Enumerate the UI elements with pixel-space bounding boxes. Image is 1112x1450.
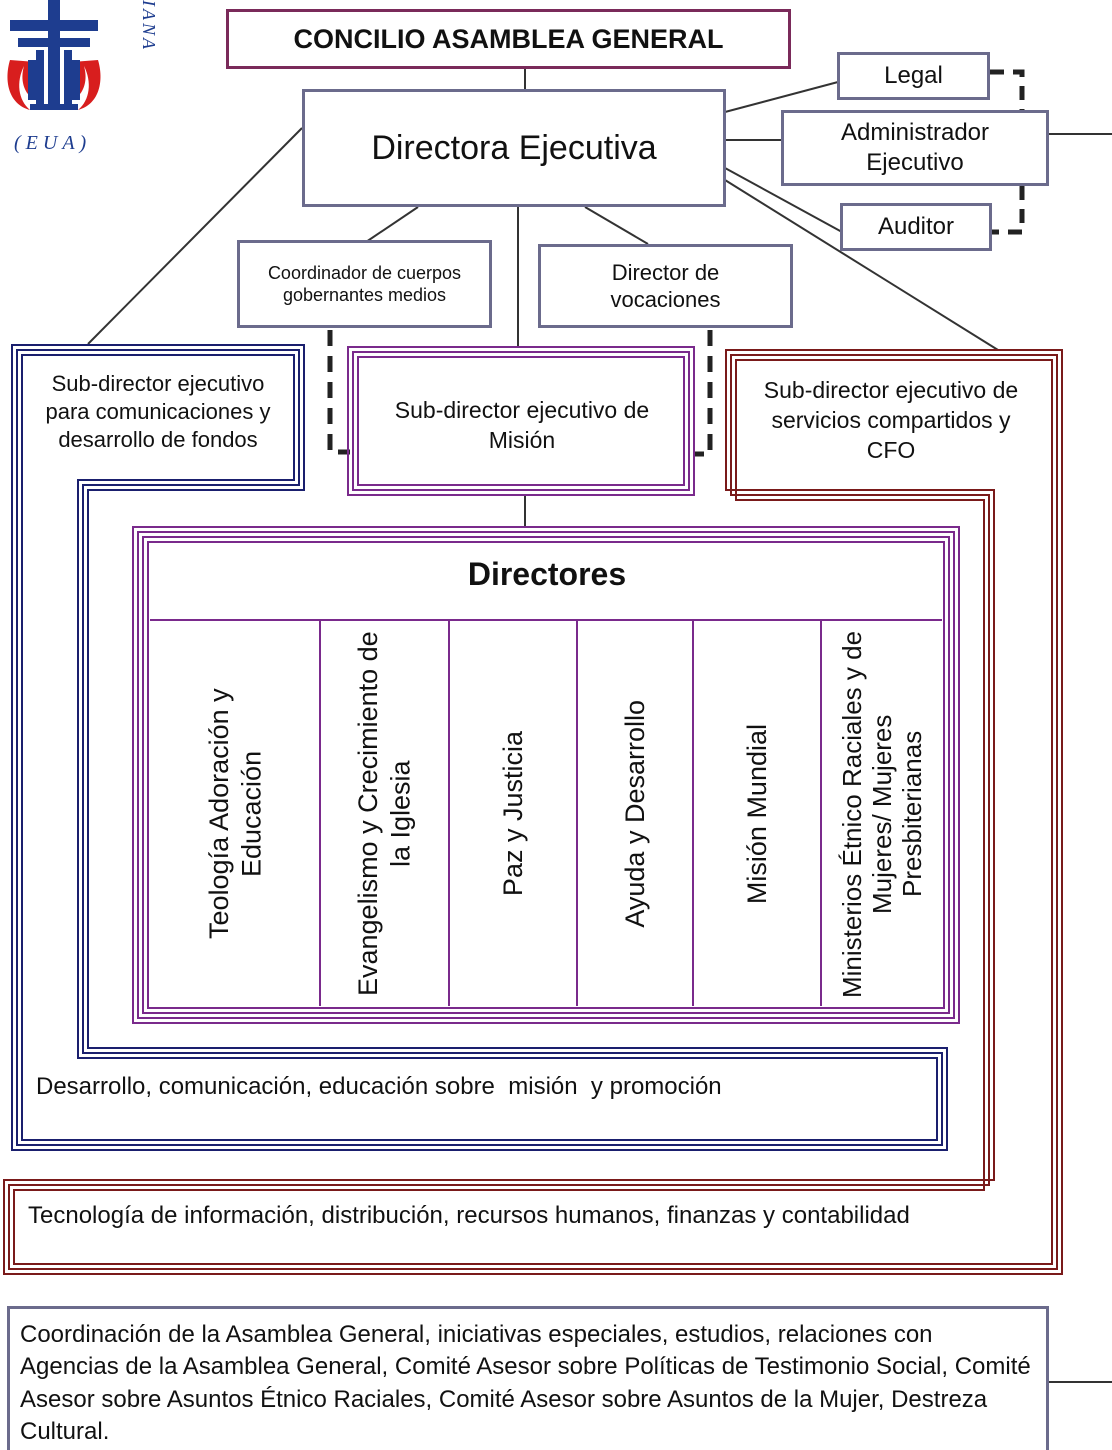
director-column-relief-development: Ayuda y Desarrollo — [579, 620, 691, 1008]
council-box: CONCILIO ASAMBLEA GENERAL — [226, 9, 791, 69]
director-column-world-mission: Misión Mundial — [695, 620, 819, 1008]
shared-services-subdirector-label: Sub-director ejecutivo de servicios comp… — [763, 377, 1019, 463]
director-label: Paz y Justicia — [497, 731, 528, 897]
director-label: Misión Mundial — [741, 723, 772, 905]
shared-services-department-label: Tecnología de información, distribución,… — [28, 1202, 910, 1229]
administrator-box: Administrador Ejecutivo — [781, 110, 1049, 186]
coordinator-box: Coordinador de cuerpos gobernantes medio… — [237, 240, 492, 328]
legal-label: Legal — [884, 62, 943, 89]
communications-department-label: Desarrollo, comunicación, educación sobr… — [36, 1073, 722, 1100]
director-label: Ayuda y Desarrollo — [619, 700, 650, 928]
auditor-label: Auditor — [877, 213, 955, 240]
director-label: Teología Adoración y Educación — [203, 688, 266, 940]
legal-box: Legal — [837, 52, 990, 100]
administrator-label: Administrador Ejecutivo — [840, 119, 990, 176]
director-column-peace-justice: Paz y Justicia — [451, 620, 575, 1008]
auditor-box: Auditor — [840, 203, 992, 251]
mission-subdirector-label: Sub-director ejecutivo de Misión — [394, 397, 650, 453]
coordination-box: Coordinación de la Asamblea General, ini… — [7, 1306, 1049, 1450]
director-column-evangelism: Evangelismo y Crecimiento de la Iglesia — [322, 620, 447, 1008]
coordinator-label: Coordinador de cuerpos gobernantes medio… — [267, 262, 462, 306]
director-label: Evangelismo y Crecimiento de la Iglesia — [353, 631, 416, 997]
director-label: Ministerios Étnico Raciales y de Mujeres… — [836, 630, 927, 998]
vocations-label: Director de vocaciones — [610, 259, 721, 313]
council-label: CONCILIO ASAMBLEA GENERAL — [293, 23, 724, 54]
communications-subdirector-label: Sub-director ejecutivo para comunicacion… — [45, 371, 271, 452]
director-column-theology: Teología Adoración y Educación — [152, 620, 318, 1008]
vocations-box: Director de vocaciones — [538, 244, 793, 328]
logo-arc-text: IANA — [139, 0, 159, 52]
executive-director-label: Directora Ejecutiva — [371, 128, 657, 167]
executive-director-box: Directora Ejecutiva — [302, 89, 726, 207]
director-column-ethnic-women: Ministerios Étnico Raciales y de Mujeres… — [823, 620, 942, 1008]
logo-caption: (EUA) — [14, 132, 92, 154]
church-logo — [7, 0, 101, 110]
coordination-label: Coordinación de la Asamblea General, ini… — [20, 1321, 1031, 1446]
directors-title: Directores — [467, 556, 627, 592]
